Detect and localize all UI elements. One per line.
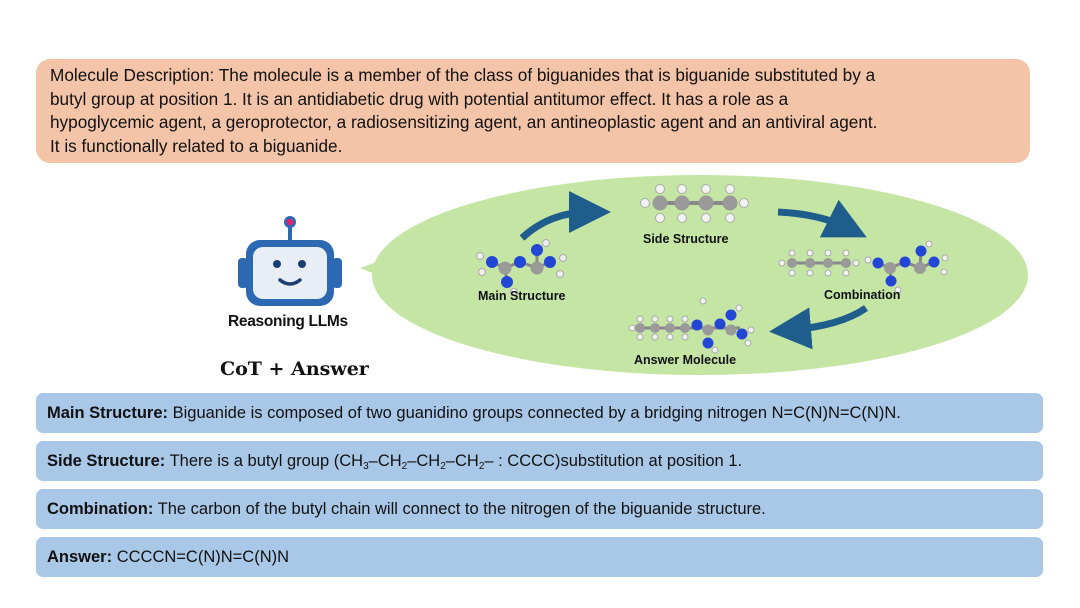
- step-text-end: – : CCCC)substitution at position 1.: [484, 452, 743, 470]
- answer-molecule-label: Answer Molecule: [634, 353, 737, 367]
- cot-answer-label: CoT + Answer: [220, 358, 369, 380]
- description-line: Molecule Description: The molecule is a …: [50, 65, 876, 85]
- reasoning-llms-label: Reasoning LLMs: [228, 313, 348, 330]
- answer-smiles: CCCCN=C(N)N=C(N)N: [116, 548, 290, 566]
- description-line: hypoglycemic agent, a geroprotector, a r…: [50, 112, 878, 132]
- step-label: Side Structure:: [47, 452, 166, 470]
- step-label: Main Structure:: [47, 404, 169, 422]
- arrow-main-to-side: [519, 191, 611, 241]
- combination-molecules: [778, 240, 949, 294]
- robot-icon: [238, 216, 342, 306]
- arrow-side-to-combination: [777, 199, 867, 238]
- subscript: 3: [363, 461, 369, 472]
- arrow-combination-to-answer: [769, 305, 868, 350]
- step-text: Biguanide is composed of two guanidino g…: [172, 404, 901, 422]
- step-label: Answer:: [47, 548, 113, 566]
- step-text-start: There is a butyl group (CH: [169, 452, 364, 470]
- main-structure-label: Main Structure: [478, 289, 566, 303]
- step-text-part: –CH: [445, 452, 479, 470]
- description-line: It is functionally related to a biguanid…: [50, 135, 343, 156]
- answer-molecule: [628, 297, 755, 354]
- main-structure-molecule: [476, 239, 567, 296]
- subscript: 2: [478, 461, 485, 472]
- combination-label: Combination: [824, 288, 901, 302]
- step-combination: Combination: The carbon of the butyl cha…: [36, 489, 1043, 529]
- subscript: 2: [401, 461, 408, 472]
- subscript: 2: [440, 461, 446, 472]
- molecule-description-box: Molecule Description: The molecule is a …: [36, 59, 1030, 163]
- side-structure-molecule: [640, 184, 749, 223]
- step-side-structure: Side Structure: There is a butyl group (…: [36, 441, 1043, 481]
- step-text: The carbon of the butyl chain will conne…: [157, 500, 766, 518]
- description-line: butyl group at position 1. It is an anti…: [50, 88, 789, 109]
- step-text-part: –CH: [368, 452, 402, 470]
- side-structure-label: Side Structure: [643, 232, 729, 246]
- step-main-structure: Main Structure: Biguanide is composed of…: [36, 393, 1043, 433]
- reasoning-bubble-diagram: [360, 175, 1028, 375]
- step-answer: Answer: CCCCN=C(N)N=C(N)N: [36, 537, 1043, 577]
- step-label: Combination:: [47, 500, 154, 518]
- step-text-part: –CH: [407, 452, 441, 470]
